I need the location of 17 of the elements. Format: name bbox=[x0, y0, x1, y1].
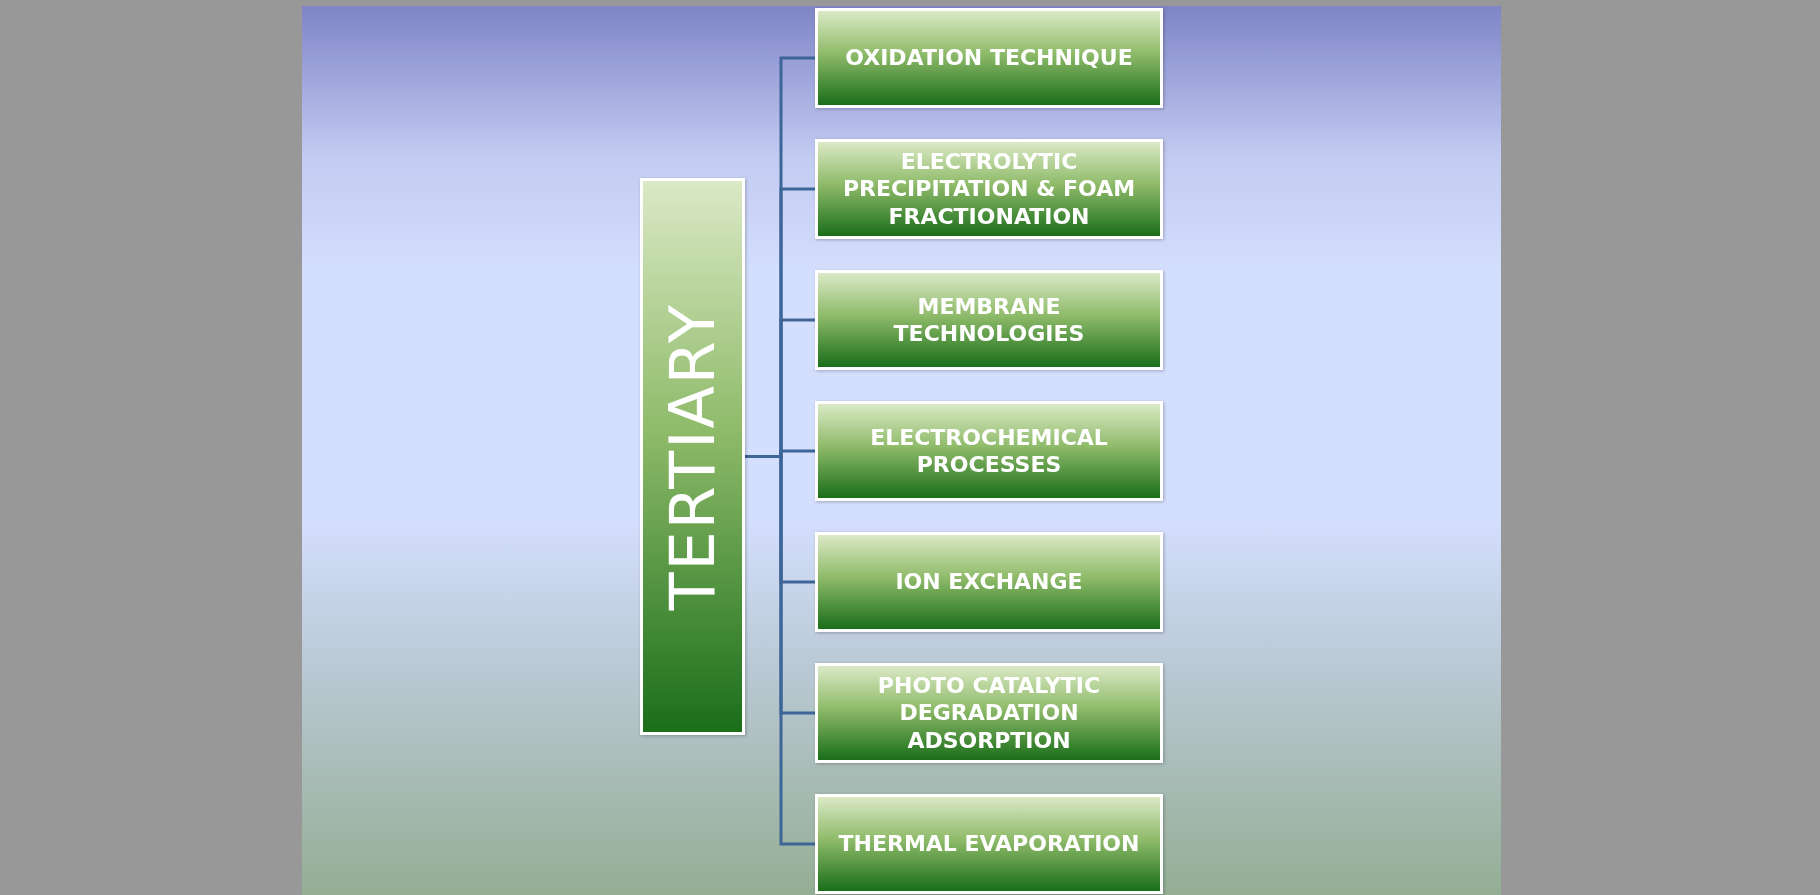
process-box bbox=[640, 178, 745, 735]
box-label: TERTIARY bbox=[654, 301, 730, 613]
box-label: MEMBRANE TECHNOLOGIES bbox=[892, 292, 1086, 348]
process-box bbox=[815, 401, 1163, 501]
box-label: OXIDATION TECHNIQUE bbox=[844, 44, 1134, 72]
box-label: PHOTO CATALYTIC DEGRADATION ADSORPTION bbox=[876, 671, 1102, 755]
process-box bbox=[815, 139, 1163, 239]
process-box bbox=[815, 663, 1163, 763]
box-label: ELECTROLYTIC PRECIPITATION & FOAM FRACTIONATION bbox=[841, 147, 1137, 231]
process-box bbox=[815, 532, 1163, 632]
box-label: ELECTROCHEMICAL PROCESSES bbox=[869, 423, 1109, 479]
process-box bbox=[815, 794, 1163, 894]
box-label: ION EXCHANGE bbox=[894, 568, 1084, 596]
box-label: THERMAL EVAPORATION bbox=[837, 830, 1141, 858]
process-box bbox=[815, 270, 1163, 370]
connector-line bbox=[745, 455, 815, 846]
process-box bbox=[815, 8, 1163, 108]
